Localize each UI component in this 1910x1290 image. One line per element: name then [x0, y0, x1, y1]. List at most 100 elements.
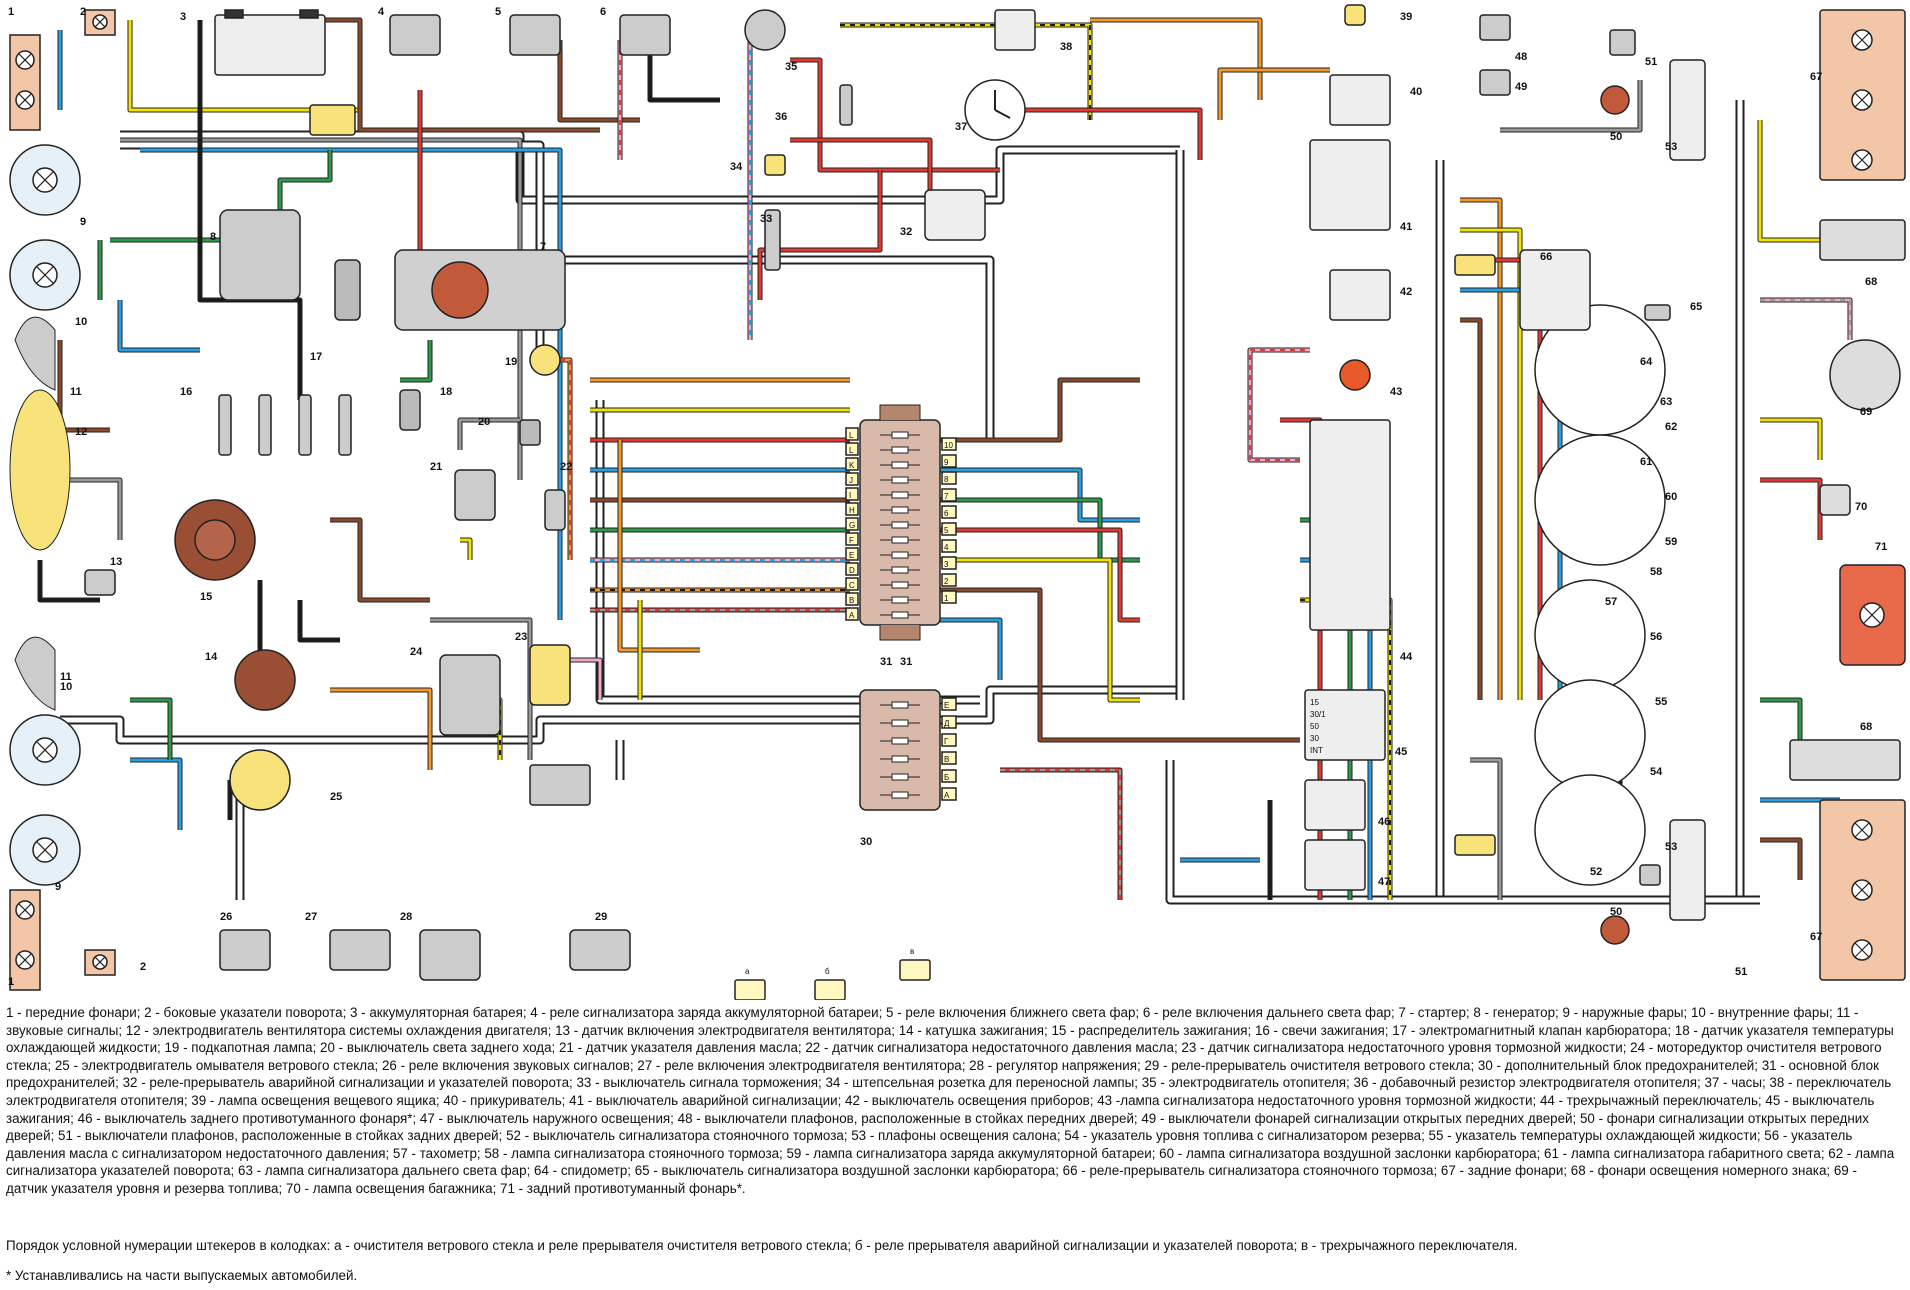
fuse-pin-right [941, 751, 957, 765]
callout-50: 50 [1610, 906, 1622, 918]
fuse [891, 773, 909, 781]
wire-outline [930, 467, 1140, 523]
fuse-pin-right [941, 522, 957, 536]
callout-42: 42 [1400, 286, 1412, 298]
harness-core [60, 687, 1180, 743]
callout-50: 50 [1610, 131, 1622, 143]
callout-26: 26 [220, 911, 232, 923]
ignition-switch-45 [1304, 689, 1386, 761]
callout-52: 52 [1590, 866, 1602, 878]
wire-stripe-gray [1760, 299, 1851, 340]
callout-16: 16 [180, 386, 192, 398]
callout-31: 31 [900, 656, 912, 668]
wire-pink [560, 658, 602, 700]
callout-20: 20 [478, 416, 490, 428]
distributor-cap [194, 519, 236, 561]
wire-outline [1247, 347, 1310, 463]
lamp-cross [18, 953, 32, 967]
low-beam-relay-5 [509, 14, 561, 56]
fuse-pin-right [941, 573, 957, 587]
wire-outline [930, 617, 1003, 680]
battery-terminal [299, 9, 319, 19]
fuse-pin-letter: L [849, 446, 854, 455]
fuse-pin-number: 5 [944, 526, 949, 535]
fuse-pin-left [845, 562, 859, 576]
fuse-pin-left [845, 577, 859, 591]
oil-pressure-sensor-21 [454, 469, 496, 521]
fuse [891, 521, 909, 529]
wire-gray [60, 478, 122, 540]
light-switch-47 [1304, 839, 1366, 891]
wire-red [930, 528, 1140, 622]
lamp-cross [94, 956, 106, 968]
wire-outline [330, 687, 433, 770]
lamp-cross [36, 741, 54, 759]
spark-plug-16 [258, 394, 272, 456]
generator-8 [219, 209, 301, 301]
fuse-pin-letter: Г [944, 737, 949, 746]
wire-red [758, 170, 882, 300]
fuse-pin-number: 3 [944, 560, 949, 569]
high-beam-relay-6 [619, 14, 671, 56]
spark-plug-16 [298, 394, 312, 456]
wire-outline [117, 300, 200, 353]
license-lamp-68-bottom [1789, 739, 1901, 781]
fuse [891, 581, 909, 589]
callout-57: 57 [1605, 596, 1617, 608]
dome-switch-48 [1479, 14, 1511, 41]
wire-outline [330, 517, 430, 603]
wire-brown [1460, 318, 1482, 700]
wire-outline [130, 757, 183, 830]
wire-green [130, 698, 172, 760]
fuse-pin-letter: А [944, 791, 950, 800]
fuse-block-31-mount [879, 404, 921, 420]
horn-11-bottom [14, 636, 56, 711]
choke-switch-65 [1644, 304, 1671, 321]
callout-15: 15 [200, 591, 212, 603]
callout-62: 62 [1665, 421, 1677, 433]
fuse [891, 755, 909, 763]
wire-outline [1760, 417, 1823, 460]
callout-56: 56 [1650, 631, 1662, 643]
connector-pictogram-label: в [910, 947, 914, 956]
fuse-pin-letter: G [849, 521, 855, 530]
wire-outline [1757, 120, 1820, 243]
callout-29: 29 [595, 911, 607, 923]
wire-black [38, 560, 100, 602]
spark-plug-16 [338, 394, 352, 456]
legend: 1 - передние фонари; 2 - боковые указате… [6, 1004, 1902, 1198]
harness-outline [560, 255, 995, 440]
callout-2: 2 [80, 6, 86, 18]
wire-stripe-red [1249, 349, 1310, 461]
connector-block-left [309, 104, 356, 136]
park-brake-relay-66 [1519, 249, 1591, 331]
fuse-pin-left [845, 607, 859, 621]
heater-resistor-36 [839, 84, 853, 126]
callout-43: 43 [1390, 386, 1402, 398]
callout-13: 13 [110, 556, 122, 568]
wiper-motor-24 [439, 654, 501, 736]
door-warning-lamp-50-top [1600, 85, 1630, 115]
wire-outline [1460, 227, 1523, 700]
trunk-lamp-70 [1819, 484, 1851, 516]
heater-motor-35 [744, 9, 786, 51]
callout-37: 37 [955, 121, 967, 133]
fuse-pin-right [941, 488, 957, 502]
wire-brown [930, 588, 1300, 742]
horn-relay-26 [219, 929, 271, 971]
callout-11: 11 [70, 386, 82, 398]
fuse-pin-left [845, 532, 859, 546]
callout-32: 32 [900, 226, 912, 238]
wire-gray [120, 138, 522, 480]
fuse-pin-left [845, 472, 859, 486]
wire-brown [330, 518, 430, 602]
brake-fluid-sensor-23 [529, 644, 571, 706]
battery-3 [214, 14, 326, 76]
connector-pictogram-v [899, 959, 931, 981]
wire-blue [930, 618, 1002, 680]
fuse-pin-right [941, 454, 957, 468]
brake-warning-lamp-43 [1339, 359, 1371, 391]
lamp-cross [18, 93, 32, 107]
callout-68: 68 [1865, 276, 1877, 288]
